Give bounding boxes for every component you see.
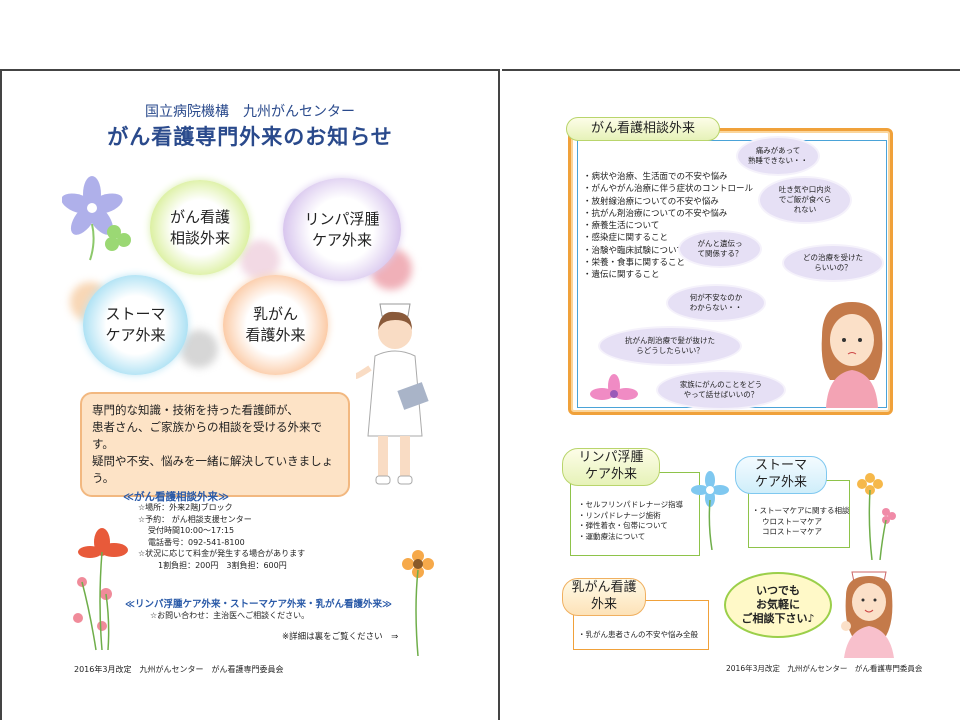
consult-info-heading: ≪がん看護相談外来≫ — [123, 491, 229, 503]
list-item: ・抗がん剤治療についての不安や悩み — [583, 208, 728, 219]
other-info-heading: ≪リンパ浮腫ケア外来・ストーマケア外来・乳がん看護外来≫ — [125, 599, 392, 610]
info-line: ☆場所：外来2階Jブロック — [138, 503, 233, 512]
list-item: ・治験や臨床試験について — [583, 245, 685, 256]
info-line: 受付時間10:00～17:15 — [148, 526, 235, 535]
list-item: ・乳がん患者さんの不安や悩み全般 — [578, 630, 698, 639]
right-footer: 2016年3月改定 九州がんセンター がん看護専門委員会 — [726, 664, 923, 673]
worry-cloud: 痛みがあって 熟睡できない・・ — [738, 138, 818, 174]
list-item: ・リンパドレナージ施術 — [578, 510, 661, 520]
worry-cloud: 何が不安なのか わからない・・ — [668, 286, 764, 320]
info-line: 電話番号：092-541-8100 — [148, 537, 245, 547]
worry-cloud: どの治療を受けた らいいの？ — [784, 246, 882, 280]
consult-bubble: がん看護 相談外来 — [150, 180, 250, 275]
consult-list: ・病状や治療、生活面での不安や悩み ・がんやがん治療に伴う症状のコントロール ・… — [583, 171, 753, 282]
list-item: ・遺伝に関すること — [583, 270, 660, 281]
sunflower-illustration — [402, 550, 434, 657]
organization-name: 国立病院機構 九州がんセンター — [145, 104, 355, 120]
description-line: 患者さん、ご家族からの相談を受ける外来です。 — [92, 420, 322, 451]
nurse-illustration — [355, 303, 429, 485]
right-page — [502, 69, 960, 722]
page-title: がん看護専門外来のお知らせ — [107, 125, 393, 149]
list-item: ・セルフリンパドレナージ指導 — [578, 500, 684, 509]
list-item: ・運動療法について — [578, 531, 646, 541]
worry-cloud: がんと遺伝っ て関係する？ — [680, 232, 760, 266]
description-box: 専門的な知識・技術を持った看護師が、 患者さん、ご家族からの相談を受ける外来です… — [80, 392, 350, 497]
lymph-list: ・セルフリンパドレナージ指導 ・リンパドレナージ施術 ・弾性着衣・包帯について … — [578, 500, 683, 542]
worried-woman-illustration — [821, 302, 883, 408]
consult-title: がん看護相談外来 — [566, 117, 720, 141]
nurse-illustration — [841, 571, 894, 658]
description-line: 疑問や不安、悩みを一緒に解決していきましょう。 — [92, 454, 334, 485]
list-item: ・栄養・食事に関すること — [583, 258, 686, 269]
worry-cloud: 抗がん剤治療で髪が抜けた らどうしたらいい？ — [600, 328, 740, 364]
blue-flower-illustration — [691, 471, 729, 550]
left-footer: 2016年3月改定 九州がんセンター がん看護専門委員会 — [74, 665, 284, 674]
stoma-bubble: ストーマ ケア外来 — [83, 275, 188, 375]
consult-info: ☆場所：外来2階Jブロック ☆予約： がん相談支援センター 受付時間10:00～… — [138, 502, 305, 571]
list-item: ・弾性着衣・包帯について — [578, 521, 668, 530]
flowers-illustration — [73, 528, 128, 651]
stoma-list: ・ストーマケアに関する相談 ウロストーマケア コロストーマケア — [752, 506, 850, 538]
lymph-title: リンパ浮腫 ケア外来 — [562, 448, 660, 486]
list-item: ・病状や治療、生活面での不安や悩み — [583, 172, 728, 182]
breast-list: ・乳がん患者さんの不安や悩み全般 — [578, 630, 698, 641]
worry-cloud: 吐き気や口内炎 でご飯が食べら れない — [760, 178, 850, 222]
list-item: ・がんやがん治療に伴う症状のコントロール — [583, 184, 754, 195]
flowers-illustration — [857, 473, 896, 560]
flower-illustration — [62, 176, 131, 261]
breast-bubble: 乳がん 看護外来 — [223, 275, 328, 375]
see-back-note: ※詳細は裏をご覧ください ⇒ — [282, 632, 399, 642]
decor-circle — [240, 240, 280, 280]
info-line: ☆予約： がん相談支援センター — [138, 514, 252, 524]
list-item: ・感染症に関すること — [583, 233, 669, 244]
description-line: 専門的な知識・技術を持った看護師が、 — [92, 403, 299, 417]
stoma-title: ストーマ ケア外来 — [735, 456, 827, 494]
lymph-bubble: リンパ浮腫 ケア外来 — [283, 178, 401, 281]
list-item: ・放射線治療についての不安や悩み — [583, 196, 719, 207]
info-line: ☆状況に応じて料金が発生する場合があります — [138, 549, 306, 558]
list-item: ・ストーマケアに関する相談 — [752, 506, 850, 515]
other-info: ☆お問い合わせ：主治医へご相談ください。 — [150, 611, 310, 620]
breast-title: 乳がん看護 外来 — [562, 578, 646, 616]
flower-illustration — [590, 374, 638, 400]
info-line: 1割負担：200円 3割負担：600円 — [158, 560, 287, 570]
consult-frame — [568, 128, 893, 415]
list-item: コロストーマケア — [762, 527, 822, 536]
callout-bubble: いつでも お気軽に ご相談下さい♪ — [724, 572, 832, 638]
worry-cloud: 家族にがんのことをどう やって話せばいいの？ — [658, 372, 784, 408]
left-page — [0, 69, 500, 720]
list-item: ウロストーマケア — [762, 516, 822, 526]
list-item: ・療養生活について — [583, 221, 660, 232]
